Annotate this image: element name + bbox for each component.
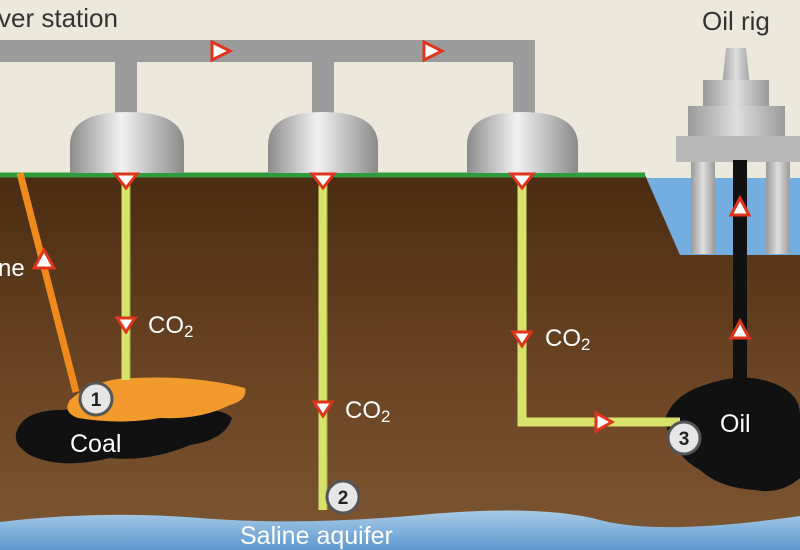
saline-aquifer [0,510,800,550]
wellhead-1 [70,112,184,173]
oil-label: Oil [720,410,751,438]
marker-2: 2 [325,479,361,515]
flow-arrow-icon [114,316,138,335]
flow-arrow-icon [308,172,338,191]
wellhead-3 [467,112,578,173]
power-station-label: ver station [0,3,118,33]
saline-aquifer-label: Saline aquifer [240,522,393,550]
pipeline-label: ne [0,255,25,282]
coal-label: Coal [70,430,121,458]
marker-3-number: 3 [679,429,690,450]
flow-arrow-icon [594,410,616,434]
wellhead-2 [268,112,378,173]
marker-2-number: 2 [338,488,349,509]
sea [645,178,800,255]
marker-1: 1 [78,381,114,417]
flow-arrow-icon [422,39,446,63]
co2-label-3: CO2 [545,325,590,354]
coal-seam-co2 [67,377,246,422]
flow-arrow-icon [510,330,534,349]
coal-pipeline [16,172,80,393]
flow-arrow-icon [507,172,537,191]
oil-rig-label: Oil rig [702,6,770,36]
flow-arrow-icon [728,194,752,217]
co2-label-2: CO2 [345,397,390,426]
flow-arrow-icon [111,172,141,191]
coal-seam-dark [15,407,232,464]
flow-arrow-icon [210,39,234,63]
flow-arrow-icon [728,317,752,340]
marker-1-number: 1 [91,390,102,411]
flow-arrow-icon [31,246,57,270]
co2-pipes [121,175,680,510]
oil-reservoir [665,377,800,492]
distribution-pipework [0,40,535,125]
oil-rig [676,48,800,254]
marker-3: 3 [666,420,702,456]
flow-arrow-icon [311,400,335,419]
co2-label-1: CO2 [148,312,193,341]
underground-earth [0,175,800,550]
